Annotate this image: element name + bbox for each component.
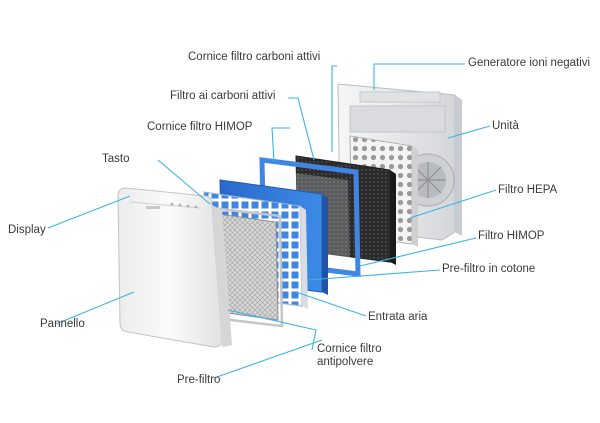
label-dust-filter-frame: Cornice filtro antipolvere [317, 343, 382, 368]
label-cotton-pre-filter: Pre-filtro in cotone [442, 263, 536, 275]
label-pre-filter: Pre-filtro [177, 374, 221, 386]
label-himop-filter-frame: Cornice filtro HIMOP [147, 121, 253, 133]
label-hepa-filter: Filtro HEPA [498, 184, 558, 196]
label-button: Tasto [102, 153, 130, 165]
label-air-inlet: Entrata aria [368, 311, 428, 323]
label-negative-ion-generator: Generatore ioni negativi [468, 57, 591, 69]
front-panel [117, 187, 232, 348]
dust-pre-filter [210, 206, 284, 328]
leader-lines [47, 63, 497, 379]
label-panel: Pannello [40, 318, 85, 330]
label-activated-carbon-filter: Filtro ai carboni attivi [170, 90, 276, 102]
label-unit: Unità [492, 120, 519, 132]
label-carbon-filter-frame: Cornice filtro carboni attivi [188, 51, 321, 63]
label-himop-filter: Filtro HIMOP [478, 230, 545, 242]
label-display: Display [8, 224, 46, 236]
